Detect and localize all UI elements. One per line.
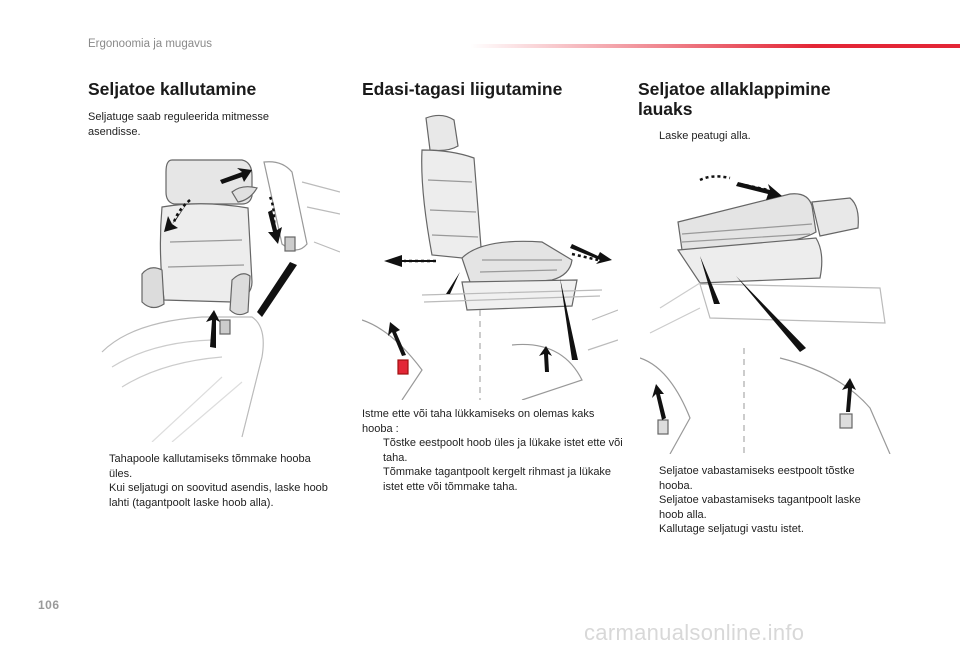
slide-bullets: Tõstke eestpoolt hoob üles ja lükake ist… [362,436,624,494]
slide-intro: Istme ette või taha lükkamiseks on olema… [362,408,595,435]
header-accent-line [470,44,960,48]
fold-bullets: Seljatoe vabastamiseks eestpoolt tõstke … [638,464,888,537]
list-item: Seljatoe vabastamiseks eestpoolt tõstke … [659,465,855,492]
section-title-slide: Edasi-tagasi liigutamine [362,79,563,99]
section-header: Ergonoomia ja mugavus [88,38,213,50]
list-item: Tahapoole kallutamiseks tõmmake hooba ül… [109,453,311,480]
fold-intro-bullets: Laske peatugi alla. [638,129,888,144]
list-item: Tõstke eestpoolt hoob üles ja lükake ist… [383,437,623,464]
watermark: carmanualsonline.info [584,620,805,645]
fold-title-line1: Seljatoe allaklappimine [638,79,831,99]
section-title-fold: Seljatoe allaklappimine lauaks [638,79,831,119]
list-item: Laske peatugi alla. [659,130,751,142]
recline-intro: Seljatuge saab reguleerida mitmesse asen… [88,111,269,138]
section-title-recline: Seljatoe kallutamine [88,79,257,99]
seat-recline-illustration [92,152,340,442]
fold-title-line2: lauaks [638,99,693,119]
recline-bullets: Tahapoole kallutamiseks tõmmake hooba ül… [88,452,328,510]
seat-slide-illustration [362,110,618,400]
list-item: Kallutage seljatugi vastu istet. [659,523,804,535]
list-item: Kui seljatugi on soovitud asendis, laske… [109,482,328,509]
page-number: 106 [38,598,60,612]
list-item: Seljatoe vabastamiseks tagantpoolt laske… [659,494,861,521]
seat-fold-table-illustration [640,158,896,454]
list-item: Tõmmake tagantpoolt kergelt rihmast ja l… [383,466,612,493]
